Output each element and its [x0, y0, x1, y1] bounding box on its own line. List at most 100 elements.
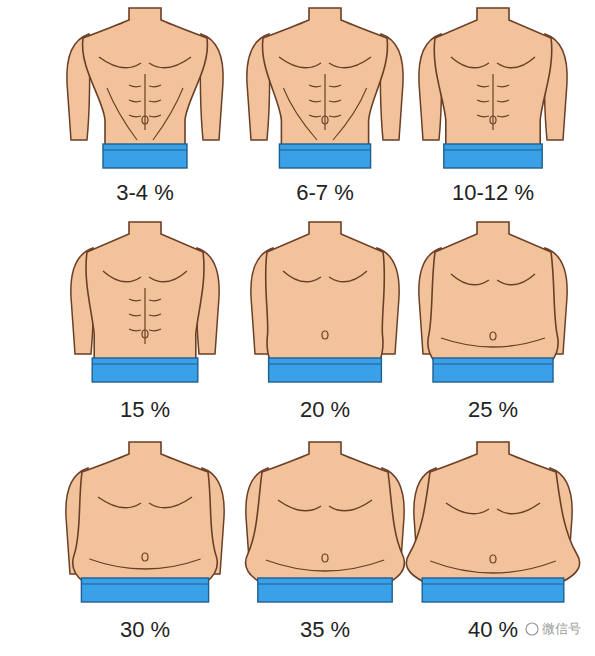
abs-line [129, 115, 141, 117]
abs-line [129, 100, 141, 102]
navel [322, 331, 328, 339]
chest-line [329, 57, 371, 68]
abs-line [149, 85, 161, 87]
shorts [433, 358, 553, 382]
shorts [269, 358, 382, 382]
torso [406, 442, 579, 582]
oblique-line [107, 88, 137, 140]
waistband [81, 584, 208, 585]
waistband [92, 364, 198, 365]
percent-label: 35 % [300, 617, 350, 643]
navel [490, 332, 496, 340]
torso [73, 442, 218, 582]
navel [322, 554, 328, 562]
percent-label: 15 % [120, 397, 170, 423]
chest-line [497, 274, 535, 285]
abs-line [497, 115, 509, 117]
chest-line [278, 500, 321, 511]
percent-label: 30 % [120, 617, 170, 643]
body-figure [251, 222, 399, 382]
shorts [279, 144, 370, 168]
abs-line [477, 115, 489, 117]
shorts [258, 578, 392, 602]
abs-line [129, 85, 141, 87]
chest-line [149, 497, 192, 508]
torso [428, 222, 558, 362]
abs-line [129, 299, 141, 301]
abs-line [144, 74, 145, 130]
shorts [422, 578, 564, 602]
shorts [103, 144, 187, 168]
abs-line [329, 115, 341, 117]
navel [142, 116, 148, 124]
abs-line [329, 100, 341, 102]
waistband [433, 364, 553, 365]
shorts [81, 578, 208, 602]
body-figure [67, 8, 223, 168]
watermark-icon [526, 623, 538, 635]
torso [266, 222, 385, 362]
chest-line [497, 57, 535, 68]
abs-line [149, 329, 161, 331]
chest-line [329, 271, 367, 282]
navel [142, 553, 148, 561]
abs-line [149, 100, 161, 102]
shorts [444, 144, 542, 168]
navel [142, 330, 148, 338]
navel [490, 116, 496, 124]
abs-line [477, 85, 489, 87]
abs-line [309, 85, 321, 87]
abs-line [477, 100, 489, 102]
body-figure [247, 8, 403, 168]
shorts [92, 358, 198, 382]
abs-line [149, 314, 161, 316]
percent-label: 20 % [300, 397, 350, 423]
percent-label: 10-12 % [452, 180, 534, 206]
torso [262, 8, 387, 148]
abs-line [309, 100, 321, 102]
torso [83, 8, 208, 148]
abs-line [129, 314, 141, 316]
percent-label: 40 % [468, 617, 518, 643]
abs-line [149, 115, 161, 117]
torso [246, 442, 405, 582]
waistband [444, 150, 542, 151]
oblique-line [283, 88, 317, 140]
waistband [279, 150, 370, 151]
abs-line [324, 74, 325, 130]
chest-line [451, 274, 489, 285]
abs-line [497, 85, 509, 87]
watermark: 微信号 [542, 620, 581, 638]
navel [322, 116, 328, 124]
body-figure [71, 222, 219, 382]
oblique-line [153, 88, 183, 140]
waistband [422, 584, 564, 585]
chest-line [329, 500, 372, 511]
abs-line [497, 100, 509, 102]
body-figure [66, 442, 224, 602]
abs-line [329, 85, 341, 87]
abs-line [309, 115, 321, 117]
body-figure [419, 222, 567, 382]
percent-label: 6-7 % [296, 180, 353, 206]
waistband [258, 584, 392, 585]
percent-label: 25 % [468, 397, 518, 423]
waistband [103, 150, 187, 151]
chest-line [149, 271, 187, 282]
abs-line [492, 74, 493, 130]
waistband [269, 364, 382, 365]
navel [490, 555, 496, 563]
body-figure [406, 442, 579, 602]
chest-line [497, 503, 540, 514]
body-figure [419, 8, 567, 168]
chest-line [103, 271, 141, 282]
abs-line [129, 329, 141, 331]
chest-line [99, 57, 141, 68]
belly-fold [441, 338, 545, 347]
oblique-line [333, 88, 367, 140]
chest-line [446, 503, 489, 514]
percent-label: 3-4 % [116, 180, 173, 206]
torso [86, 222, 204, 362]
